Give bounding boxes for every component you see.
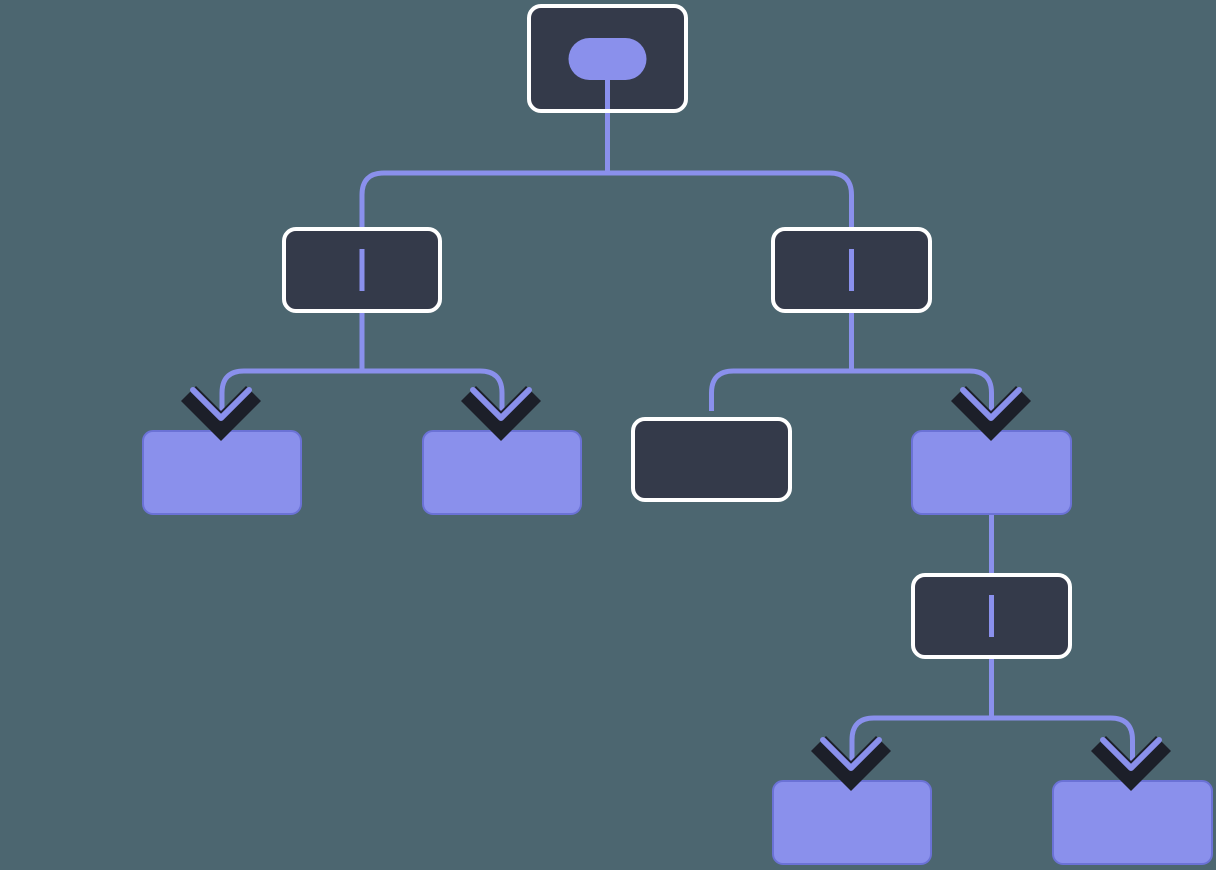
- branch-node-right[interactable]: [771, 227, 932, 313]
- through-line-icon: [989, 595, 994, 637]
- edge-layer: [219, 113, 1135, 778]
- through-line-icon: [849, 249, 854, 291]
- edge-right-to-leaf-c: [709, 368, 852, 411]
- arrow-marker-leaf-e: [811, 736, 891, 791]
- edge-lower-to-leaf-e: [849, 715, 992, 778]
- branch-node-left[interactable]: [282, 227, 442, 313]
- arrow-head-icon: [190, 387, 252, 421]
- leaf-node-a[interactable]: [142, 430, 302, 515]
- leaf-node-e[interactable]: [772, 780, 932, 865]
- arrow-marker-leaf-b: [461, 386, 541, 441]
- arrow-marker-node-d: [951, 386, 1031, 441]
- node-layer: [142, 4, 1213, 865]
- arrow-head-icon: [960, 387, 1022, 421]
- leaf-node-b-box[interactable]: [422, 430, 582, 515]
- edge-left-to-leaf-a: [219, 368, 362, 428]
- edge-lower-to-leaf-f: [991, 715, 1135, 778]
- edge-root-branch-bus: [359, 170, 854, 227]
- leaf-node-c-dark[interactable]: [631, 417, 792, 502]
- branch-node-d-box[interactable]: [911, 430, 1072, 515]
- leaf-node-b[interactable]: [422, 430, 582, 515]
- leaf-node-f-box[interactable]: [1052, 780, 1213, 865]
- leaf-node-e-box[interactable]: [772, 780, 932, 865]
- arrow-marker-leaf-f: [1091, 736, 1171, 791]
- arrow-head-icon: [1100, 737, 1162, 771]
- branch-node-lower[interactable]: [911, 573, 1072, 659]
- arrow-marker-leaf-a: [181, 386, 261, 441]
- leaf-node-c-dark-box[interactable]: [631, 417, 792, 502]
- leaf-node-a-box[interactable]: [142, 430, 302, 515]
- branch-node-d[interactable]: [911, 430, 1072, 515]
- edge-right-to-node-d: [851, 368, 994, 428]
- arrow-head-icon: [470, 387, 532, 421]
- pill-marker-icon: [568, 38, 647, 80]
- pill-stem-icon: [605, 78, 610, 109]
- edge-left-to-leaf-b: [362, 368, 505, 428]
- root-node[interactable]: [527, 4, 688, 113]
- arrow-head-icon: [820, 737, 882, 771]
- through-line-icon: [359, 249, 365, 291]
- arrow-layer: [181, 386, 1171, 791]
- leaf-node-f[interactable]: [1052, 780, 1213, 865]
